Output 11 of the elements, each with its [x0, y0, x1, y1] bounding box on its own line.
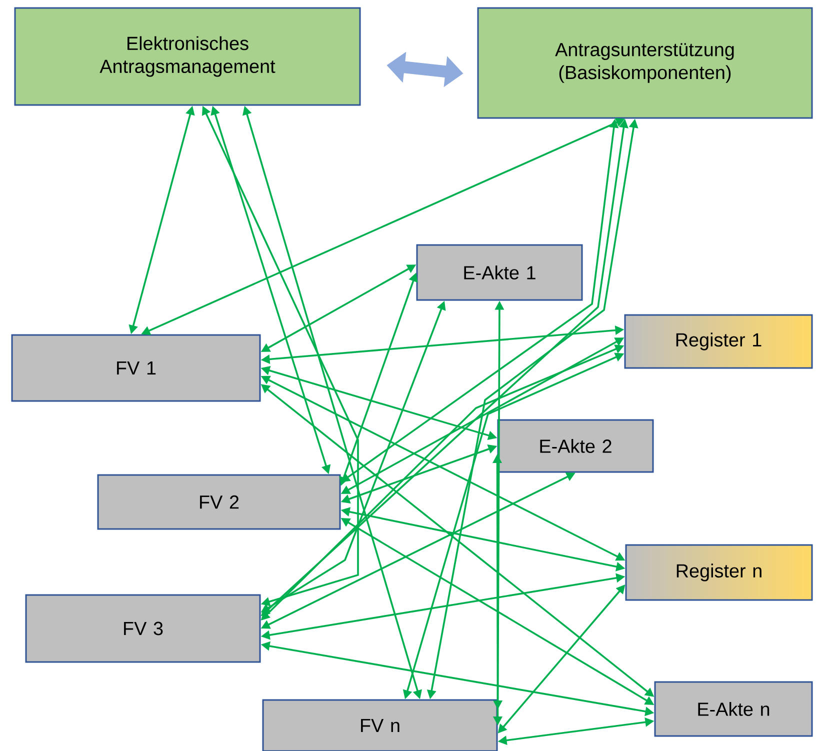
system-box: E-Akte 2	[497, 419, 654, 473]
system-box: FV 2	[97, 474, 341, 530]
system-box: FV 3	[25, 594, 261, 663]
register-box: Register n	[625, 544, 813, 601]
system-box: FV 1	[11, 334, 261, 402]
system-box: FV n	[262, 699, 498, 751]
system-box: E-Akte n	[654, 681, 813, 737]
component-box: Elektronisches Antragsmanagement	[14, 7, 361, 106]
register-box: Register 1	[624, 314, 813, 369]
system-box: E-Akte 1	[416, 244, 583, 301]
component-box: Antragsunterstützung (Basiskomponenten)	[477, 7, 813, 119]
